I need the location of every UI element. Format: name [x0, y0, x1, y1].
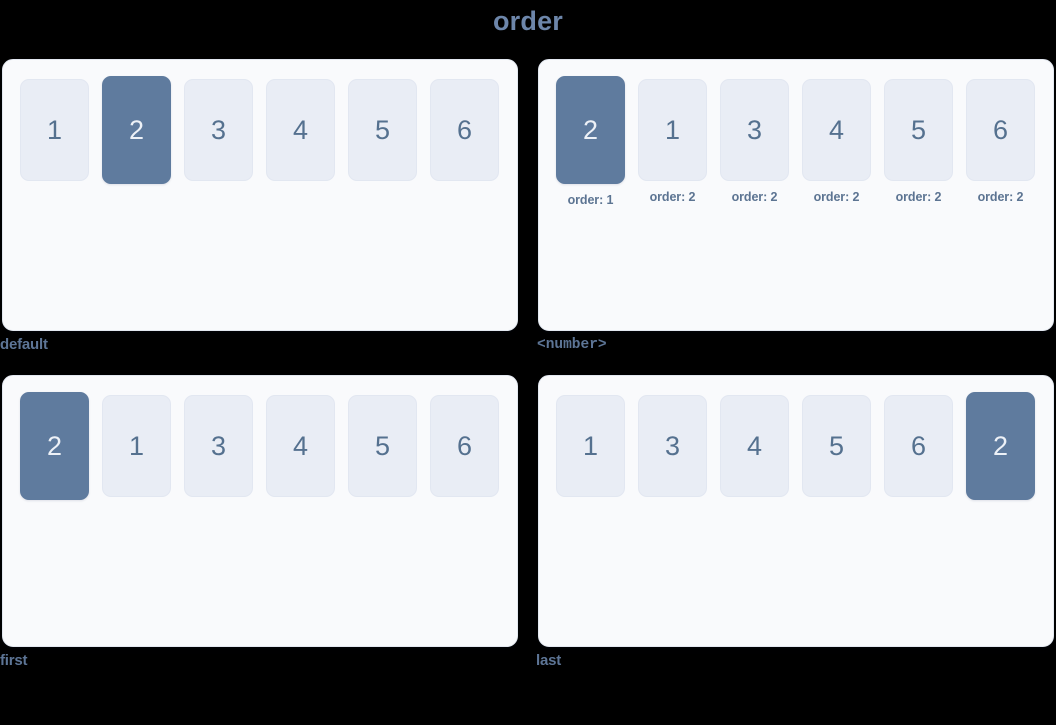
- card-wrapper: 1 order: 2: [638, 79, 707, 204]
- card-order-caption: order: 2: [731, 190, 778, 204]
- order-card[interactable]: 1: [638, 79, 707, 181]
- card-wrapper: 4: [720, 395, 789, 497]
- panel-label: first: [0, 652, 28, 669]
- order-card[interactable]: 3: [720, 79, 789, 181]
- card-wrapper: 4 order: 2: [802, 79, 871, 204]
- panel-label: last: [536, 652, 562, 669]
- card-order-caption: order: 2: [895, 190, 942, 204]
- card-wrapper: 5: [348, 395, 417, 497]
- card-wrapper: 1: [556, 395, 625, 497]
- card-wrapper: 3: [184, 79, 253, 181]
- card-wrapper: 5 order: 2: [884, 79, 953, 204]
- card-wrapper: 6: [884, 395, 953, 497]
- order-card[interactable]: 5: [348, 395, 417, 497]
- page-title: order: [492, 6, 564, 36]
- order-card-highlighted[interactable]: 2: [556, 76, 625, 184]
- card-wrapper: 3: [184, 395, 253, 497]
- order-card[interactable]: 6: [966, 79, 1035, 181]
- panel-label: default: [0, 336, 48, 353]
- order-card[interactable]: 6: [430, 79, 499, 181]
- order-card-highlighted[interactable]: 2: [20, 392, 89, 500]
- card-wrapper: 2: [102, 76, 171, 184]
- order-card[interactable]: 6: [430, 395, 499, 497]
- card-wrapper: 2: [20, 392, 89, 500]
- card-wrapper: 6: [430, 79, 499, 181]
- order-card[interactable]: 5: [348, 79, 417, 181]
- card-order-caption: order: 1: [567, 193, 614, 207]
- order-card[interactable]: 5: [884, 79, 953, 181]
- demo-panel: 2 order: 1 1 order: 2 3 order: 2 4 order: 2 5 ord…: [538, 59, 1054, 331]
- order-card[interactable]: 4: [802, 79, 871, 181]
- panel-label: <number>: [537, 337, 607, 353]
- order-card[interactable]: 4: [266, 79, 335, 181]
- order-card[interactable]: 6: [884, 395, 953, 497]
- card-wrapper: 6 order: 2: [966, 79, 1035, 204]
- order-card[interactable]: 3: [184, 79, 253, 181]
- order-card[interactable]: 3: [184, 395, 253, 497]
- order-card[interactable]: 1: [102, 395, 171, 497]
- card-wrapper: 4: [266, 395, 335, 497]
- order-card[interactable]: 3: [638, 395, 707, 497]
- panel-cell: 2 order: 1 1 order: 2 3 order: 2 4 order: 2 5 ord…: [537, 59, 1054, 353]
- card-wrapper: 1: [102, 395, 171, 497]
- card-wrapper: 5: [348, 79, 417, 181]
- card-wrapper: 2 order: 1: [556, 76, 625, 207]
- card-order-caption: order: 2: [813, 190, 860, 204]
- order-card-highlighted[interactable]: 2: [966, 392, 1035, 500]
- order-card[interactable]: 5: [802, 395, 871, 497]
- order-card[interactable]: 4: [266, 395, 335, 497]
- card-wrapper: 4: [266, 79, 335, 181]
- card-wrapper: 2: [966, 392, 1035, 500]
- card-wrapper: 3: [638, 395, 707, 497]
- order-card[interactable]: 1: [556, 395, 625, 497]
- card-wrapper: 5: [802, 395, 871, 497]
- card-wrapper: 3 order: 2: [720, 79, 789, 204]
- card-order-caption: order: 2: [649, 190, 696, 204]
- order-card[interactable]: 1: [20, 79, 89, 181]
- order-card[interactable]: 4: [720, 395, 789, 497]
- order-card-highlighted[interactable]: 2: [102, 76, 171, 184]
- card-wrapper: 6: [430, 395, 499, 497]
- card-wrapper: 1: [20, 79, 89, 181]
- card-row: 2 order: 1 1 order: 2 3 order: 2 4 order: 2 5 ord…: [556, 76, 1053, 207]
- card-order-caption: order: 2: [977, 190, 1024, 204]
